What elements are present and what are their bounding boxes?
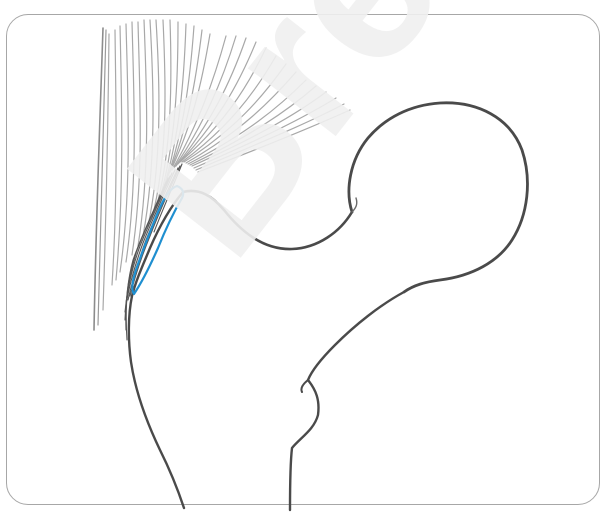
femoral-neck-superior (183, 191, 352, 249)
it-band-line-3 (103, 34, 109, 310)
lesser-trochanter (301, 380, 308, 392)
femoral-neck-inferior (290, 292, 404, 510)
femoral-head (349, 103, 527, 292)
lateral-femur-contour (129, 192, 184, 508)
